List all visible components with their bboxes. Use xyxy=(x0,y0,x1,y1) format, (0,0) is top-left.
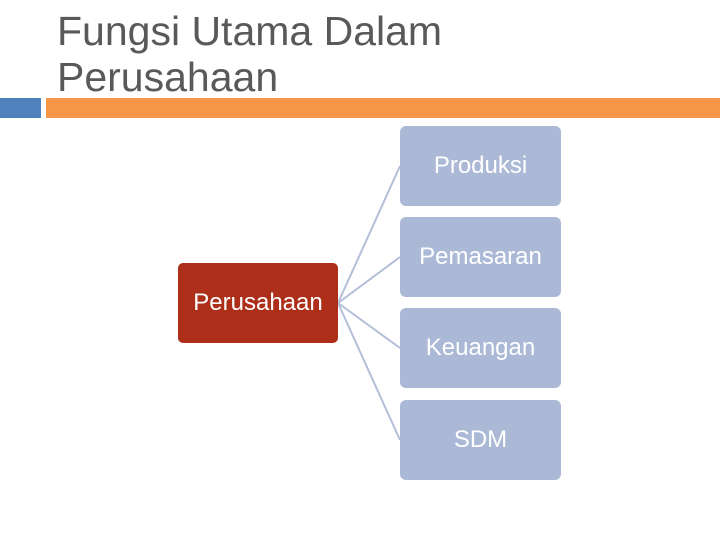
title-accent-square xyxy=(0,98,41,118)
connector-pemasaran xyxy=(337,256,401,304)
child-node-sdm: SDM xyxy=(400,400,561,480)
slide-title-line-1: Fungsi Utama Dalam xyxy=(57,8,443,54)
child-node-pemasaran: Pemasaran xyxy=(400,217,561,297)
connector-produksi xyxy=(337,165,401,304)
title-accent-bar xyxy=(46,98,720,118)
slide-title-line-2: Perusahaan xyxy=(57,54,279,100)
slide-title: Fungsi Utama Dalam Perusahaan xyxy=(57,8,442,100)
root-node-perusahaan: Perusahaan xyxy=(178,263,338,343)
child-node-produksi: Produksi xyxy=(400,126,561,206)
child-node-keuangan: Keuangan xyxy=(400,308,561,388)
connector-sdm xyxy=(337,302,401,441)
connector-keuangan xyxy=(337,302,401,349)
